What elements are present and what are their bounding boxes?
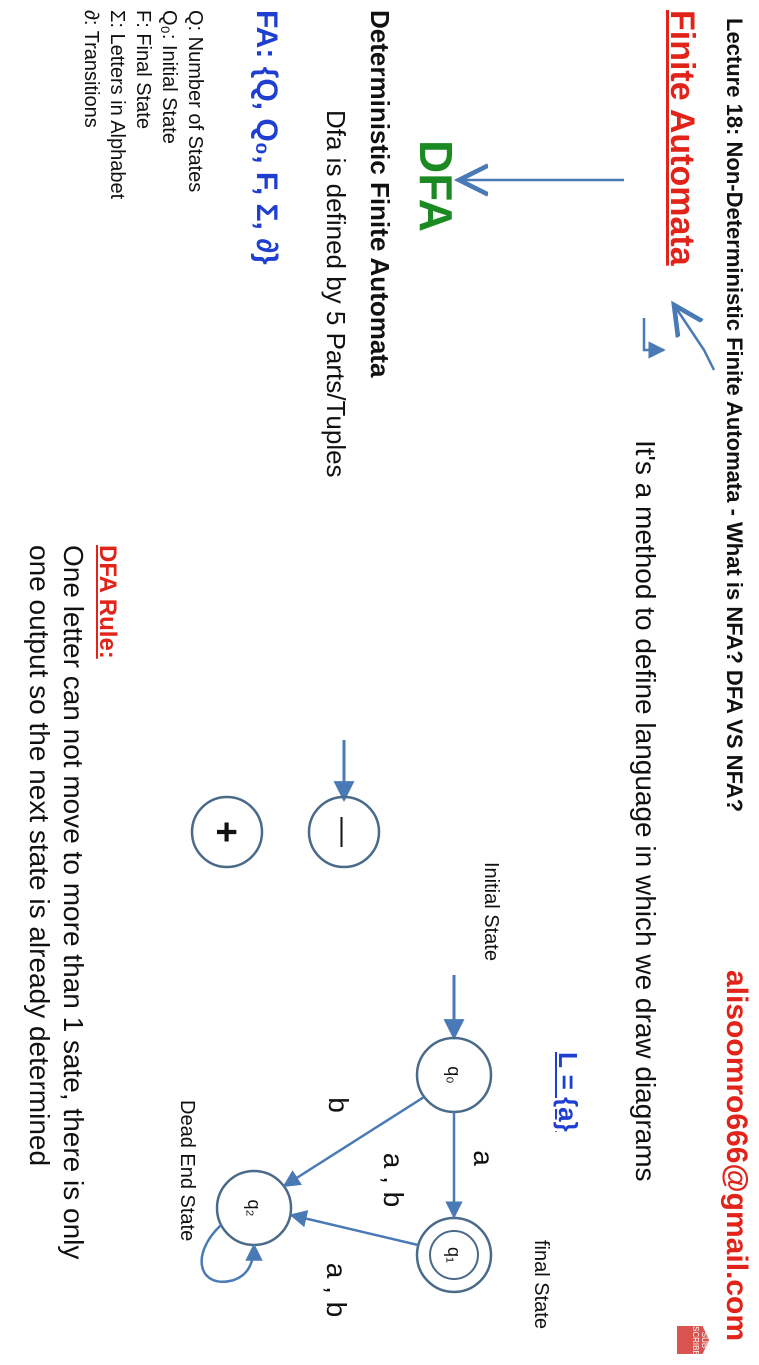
dfa-heading: DFA (410, 140, 462, 232)
final-state-label: final State (530, 1240, 552, 1329)
plus-symbol: + (205, 821, 247, 843)
subscribe-badge[interactable]: SUB SCRIBE (677, 1326, 709, 1354)
legend-item: Q: Number of States (184, 10, 206, 193)
transition-label-a: a (468, 1150, 499, 1166)
transition-label-loop: a , b (321, 1263, 352, 1317)
state-q1-inner (429, 1230, 479, 1280)
finite-automata-heading: Finite Automata (663, 10, 701, 266)
fa-definition: It's a method to define language in whic… (630, 440, 661, 1182)
dead-end-state-label: Dead End State (176, 1100, 198, 1242)
lecture-title: Lecture 18: Non-Deterministic Finite Aut… (722, 18, 747, 813)
legend-item: Σ: Letters in Alphabet (106, 10, 128, 200)
email-address: alisoomro666@gmail.com (720, 970, 753, 1342)
start-state-symbol (307, 795, 381, 869)
arrow-title-to-fa (674, 305, 716, 371)
dfa-rule-line: one output so the next state is already … (24, 545, 55, 1167)
fa-formula: FA: {Q, Q₀, F, Σ, ∂} (250, 10, 283, 265)
transition-label-q1q2: a , b (378, 1153, 409, 1207)
final-state-symbol (190, 795, 264, 869)
edge-q1-q2 (289, 1210, 419, 1247)
dfa-tuples-text: Dfa is defined by 5 Parts/Tuples (321, 110, 351, 478)
dfa-full-name: Deterministic Finite Automata (365, 10, 395, 378)
dfa-rule-title: DFA Rule: (94, 545, 121, 659)
legend-item: ∂: Transitions (80, 10, 102, 128)
edge-q0-q2 (282, 1095, 425, 1188)
minus-symbol: — (327, 817, 360, 847)
arrow-fa-to-definition (642, 318, 666, 359)
language-definition: L = {a} (553, 1052, 583, 1132)
dfa-rule-line: One letter can not move to more than 1 s… (58, 545, 89, 1260)
state-q0-label: q₀ (444, 1066, 464, 1083)
transition-label-b: b (323, 1097, 354, 1113)
state-q1-label: q₁ (444, 1247, 464, 1263)
legend-item: F: Final State (132, 10, 154, 129)
initial-state-label: Initial State (480, 862, 502, 961)
state-q2-label: q₂ (244, 1200, 264, 1217)
legend-item: Q₀: Initial State (158, 10, 180, 144)
edge-q2-loop (200, 1224, 263, 1283)
